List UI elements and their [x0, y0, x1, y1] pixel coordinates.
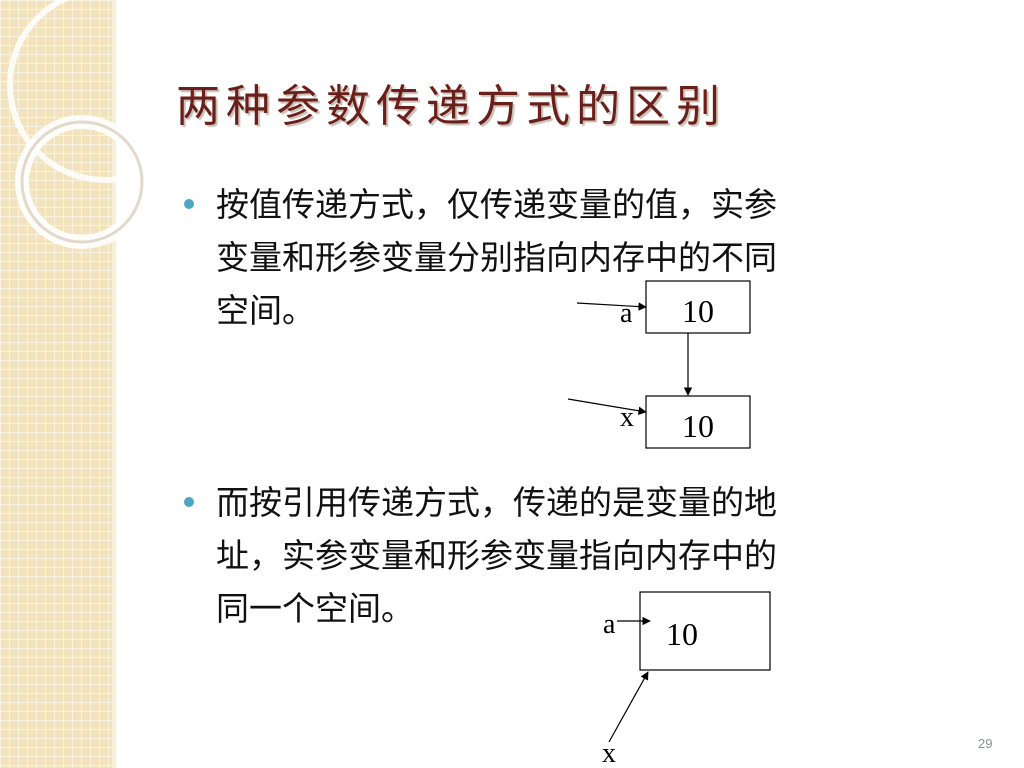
ring-large [7, 0, 203, 183]
sidebar-edge [112, 0, 116, 768]
slide-title: 两种参数传递方式的区别 [176, 81, 726, 132]
bullet-line: 按值传递方式，仅传递变量的值，实参 [216, 185, 777, 224]
pointer-arrow-x [608, 671, 649, 743]
pointer-arrow-a [576, 302, 647, 311]
variable-label-a: a [603, 609, 616, 640]
memory-value-x: 10 [682, 408, 714, 444]
memory-box-x [645, 395, 751, 449]
memory-value-a: 10 [682, 293, 714, 329]
variable-label-a: a [620, 298, 633, 329]
bullet-text: 按值传递方式，仅传递变量的值，实参 变量和形参变量分别指向内存中的不同 空间。 [216, 178, 1006, 337]
bullet-line: 而按引用传递方式，传递的是变量的地 [216, 483, 777, 522]
by-value-diagram: 10 a 10 x [567, 280, 751, 449]
variable-label-x: x [602, 738, 616, 768]
decorative-rings [7, 0, 203, 249]
ring-small-shadow [20, 120, 144, 244]
bullet-text: 而按引用传递方式，传递的是变量的地 址，实参变量和形参变量指向内存中的 同一个空… [216, 476, 1006, 635]
bullet-line: 变量和形参变量分别指向内存中的不同 [216, 238, 777, 277]
memory-value-shared: 10 [666, 616, 698, 652]
page-number: 29 [978, 736, 993, 751]
bullet-dot-icon [184, 199, 194, 209]
pointer-arrow-x [567, 398, 647, 415]
memory-box-shared [639, 591, 771, 671]
bullet-line: 址，实参变量和形参变量指向内存中的 [216, 536, 777, 575]
variable-label-x: x [620, 402, 634, 433]
bullet-line: 空间。 [216, 291, 315, 330]
by-reference-diagram: 10 a x [602, 591, 771, 768]
bullet-dot-icon [184, 497, 194, 507]
bullet-line: 同一个空间。 [216, 589, 414, 628]
